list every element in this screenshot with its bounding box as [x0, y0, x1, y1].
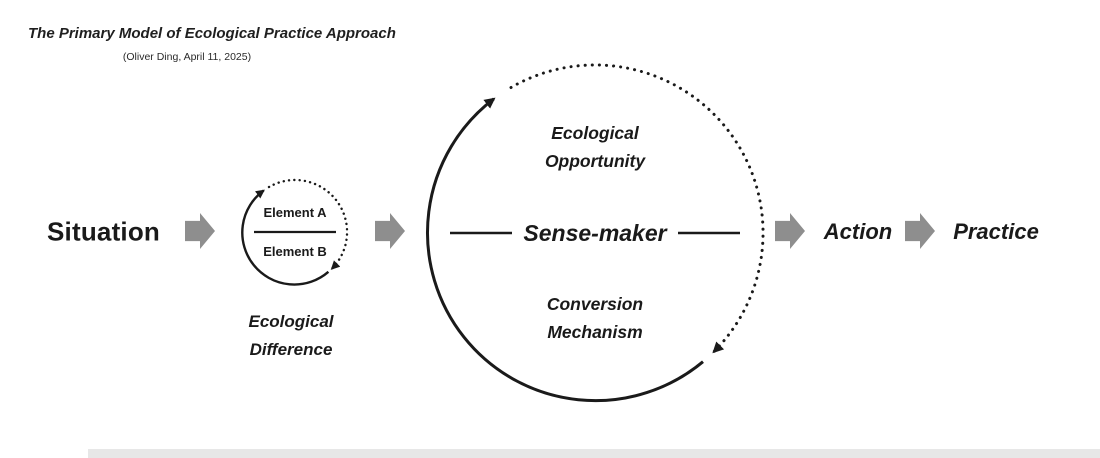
ecological-difference-line2: Difference — [249, 340, 333, 359]
ecological-difference-line1: Ecological — [248, 312, 334, 331]
footer-bar — [88, 449, 1100, 458]
difference-solid-arc — [241, 189, 330, 286]
element-a-label: Element A — [263, 205, 327, 220]
situation-label: Situation — [47, 216, 161, 247]
arrow-sensemaker-to-action-icon — [775, 213, 805, 249]
diagram-title: The Primary Model of Ecological Practice… — [28, 25, 396, 42]
sense-maker-label: Sense-maker — [523, 220, 667, 246]
arrow-action-to-practice-icon — [905, 213, 935, 249]
diagram-subtitle: (Oliver Ding, April 11, 2025) — [122, 51, 252, 63]
arrow-difference-to-sensemaker-icon — [375, 213, 405, 249]
action-label: Action — [823, 219, 893, 244]
ecological-opportunity-line2: Opportunity — [544, 151, 646, 171]
sensemaker-cycle-graphic — [426, 63, 765, 403]
ecological-difference-cycle-graphic — [241, 178, 349, 286]
element-b-label: Element B — [263, 244, 327, 259]
ecological-difference-label: Ecological Difference — [211, 308, 371, 364]
conversion-mechanism-line2: Mechanism — [547, 322, 643, 342]
sensemaker-dotted-arc — [509, 63, 765, 354]
conversion-mechanism-label: Conversion Mechanism — [495, 290, 695, 346]
practice-label: Practice — [953, 219, 1039, 244]
arrow-situation-to-difference-icon — [185, 213, 215, 249]
sensemaker-solid-arc — [426, 97, 704, 403]
ecological-opportunity-line1: Ecological — [551, 123, 639, 143]
ecological-opportunity-label: Ecological Opportunity — [495, 119, 695, 175]
difference-dotted-arc — [267, 178, 349, 270]
conversion-mechanism-line1: Conversion — [546, 294, 644, 314]
